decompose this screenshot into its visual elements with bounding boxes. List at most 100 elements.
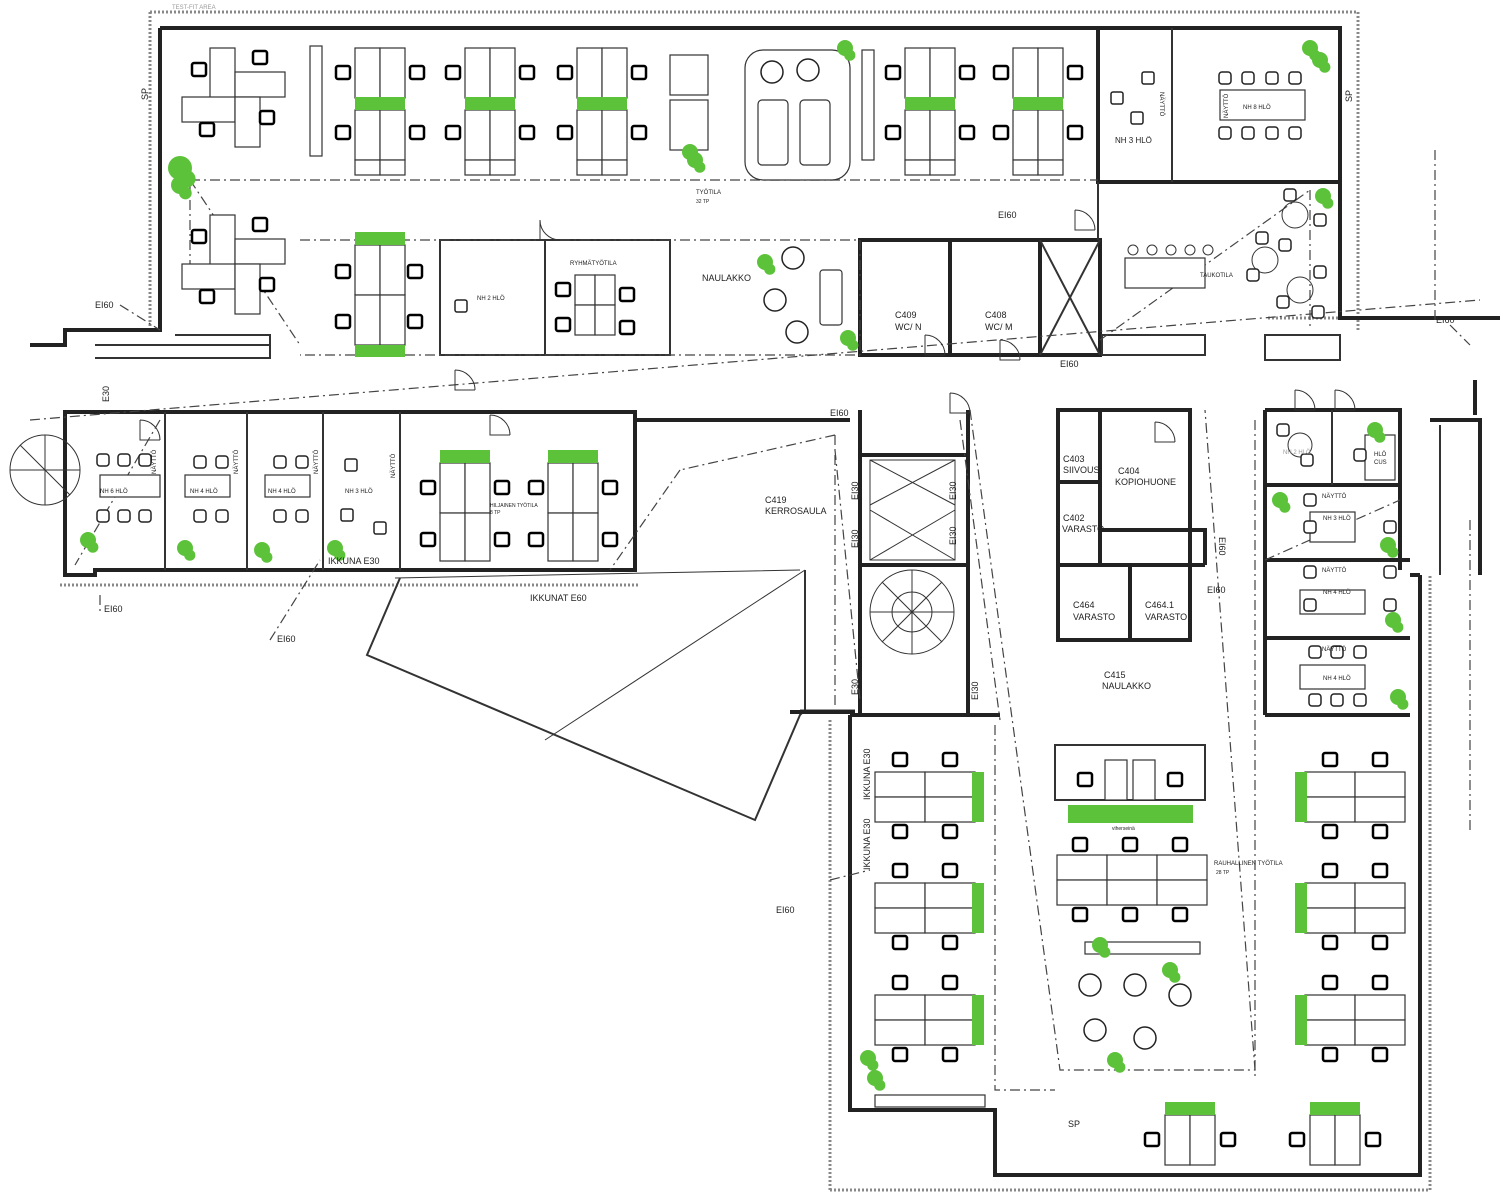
- meeting-chair: [1278, 238, 1292, 252]
- door-swing: [539, 219, 561, 241]
- green-divider: [1295, 772, 1307, 822]
- door-swing: [1294, 389, 1316, 411]
- meeting-chair: [1218, 126, 1232, 140]
- desk: [439, 512, 466, 562]
- office-chair: [1143, 1131, 1161, 1148]
- desk: [924, 882, 976, 909]
- plant-icon: [179, 186, 192, 200]
- office-chair: [334, 124, 352, 141]
- c404-name: KOPIOHUONE: [1115, 477, 1176, 487]
- armchair: [760, 60, 784, 84]
- c408-name: WC/ M: [985, 322, 1013, 332]
- office-chair: [556, 124, 574, 141]
- office-chair: [618, 319, 636, 336]
- meeting-chair: [215, 455, 229, 469]
- desk: [601, 159, 628, 176]
- desk: [874, 994, 926, 1021]
- office-chair: [190, 61, 208, 78]
- desk: [181, 263, 236, 290]
- nh4-right-a-label: NH 4 HLÖ: [1323, 589, 1351, 596]
- office-chair: [1171, 836, 1189, 853]
- plants: [80, 40, 1409, 1091]
- desk: [234, 238, 286, 265]
- office-chair: [554, 316, 572, 333]
- workspace-label: TYÖTILA: [696, 189, 721, 196]
- meeting-chair: [117, 509, 131, 523]
- c403-code: C403: [1063, 454, 1085, 464]
- office-chair: [444, 64, 462, 81]
- office-chair: [198, 121, 216, 138]
- stair-elevator-core: [9, 434, 956, 655]
- desk: [874, 1094, 986, 1108]
- naulakko-label: NAULAKKO: [702, 273, 751, 283]
- office-chair: [334, 64, 352, 81]
- armchair: [781, 246, 805, 270]
- plant-icon: [261, 551, 273, 563]
- door-swing: [454, 369, 476, 391]
- desk: [354, 159, 381, 176]
- green-divider: [577, 97, 627, 110]
- c415-name: NAULAKKO: [1102, 681, 1151, 691]
- office-chair: [1371, 974, 1389, 991]
- desk: [594, 304, 616, 336]
- c419-code: C419: [765, 495, 787, 505]
- desk: [489, 159, 516, 176]
- desk: [234, 263, 261, 315]
- office-chair: [941, 974, 959, 991]
- test-fit-outline: [60, 10, 1500, 1192]
- plant-icon: [847, 339, 859, 351]
- plant-icon: [764, 263, 776, 275]
- office-chair: [251, 216, 269, 233]
- desk: [1056, 879, 1108, 906]
- office-chair: [891, 974, 909, 991]
- office-chair: [1219, 1131, 1237, 1148]
- door-swing: [139, 419, 161, 441]
- office-chair: [618, 286, 636, 303]
- office-chair: [258, 109, 276, 126]
- screen-4: NÄYTTÖ: [390, 453, 397, 478]
- desk: [354, 109, 381, 161]
- plant-icon: [1374, 431, 1386, 443]
- meeting-chair: [1300, 453, 1314, 467]
- nh6-label: NH 6 HLÖ: [100, 488, 128, 495]
- office-chair: [334, 313, 352, 330]
- office-chair: [1171, 906, 1189, 923]
- meeting-chair: [1313, 265, 1327, 279]
- meeting-chair: [1218, 71, 1232, 85]
- nh3-top-label: NH 3 HLÖ: [1115, 136, 1152, 145]
- bar-stool: [1146, 244, 1158, 256]
- office-chair: [406, 313, 424, 330]
- meeting-chair: [193, 509, 207, 523]
- nh3-left-label: NH 3 HLÖ: [345, 488, 373, 495]
- desk: [354, 294, 381, 346]
- desk: [574, 304, 596, 336]
- office-chair: [1066, 124, 1084, 141]
- meeting-chair: [273, 509, 287, 523]
- office-chair: [1371, 823, 1389, 840]
- desk: [1037, 47, 1064, 99]
- ei30-label: EI30: [850, 529, 860, 548]
- windows-e60: IKKUNAT E60: [530, 593, 587, 603]
- c403-name: SIIVOUS: [1063, 465, 1100, 475]
- desk-groups: [139, 45, 1406, 1166]
- desk: [1012, 159, 1039, 176]
- meeting-chair: [295, 509, 309, 523]
- green-divider: [355, 97, 405, 110]
- plant-icon: [1397, 698, 1409, 710]
- screen-1: NÄYTTÖ: [151, 449, 158, 474]
- office-chair: [958, 124, 976, 141]
- desk: [874, 882, 926, 909]
- desk: [1304, 796, 1356, 823]
- test-fit-area-label: TEST-FIT AREA: [172, 5, 216, 11]
- desk: [924, 796, 976, 823]
- e30-label: E30: [101, 386, 111, 402]
- office-chair: [601, 479, 619, 496]
- green-divider: [1295, 995, 1307, 1045]
- lounge-chair: [1110, 91, 1124, 105]
- desk: [234, 71, 286, 98]
- desk: [234, 96, 261, 148]
- office-chair: [419, 531, 437, 548]
- desk: [181, 96, 236, 123]
- nh4-a-label: NH 4 HLÖ: [190, 488, 218, 495]
- office-chair: [1288, 1131, 1306, 1148]
